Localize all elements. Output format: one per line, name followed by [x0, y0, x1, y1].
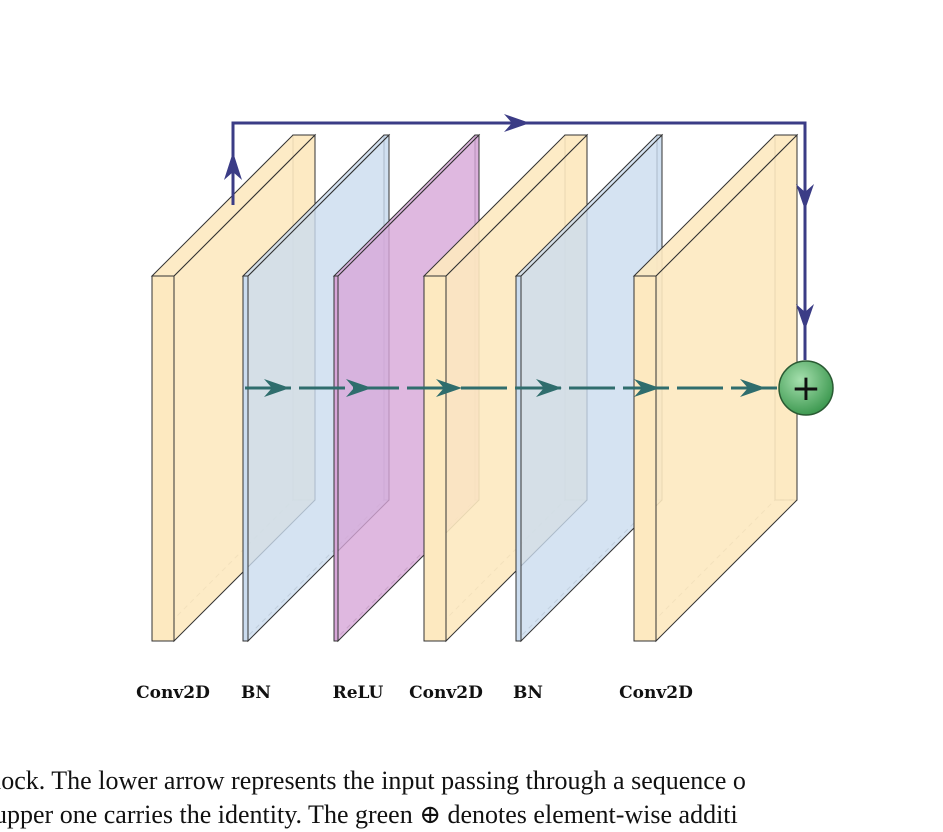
skip-arrowhead-right — [504, 114, 530, 132]
skip-arrowhead-down-2 — [796, 304, 814, 330]
layer-slab-6 — [632, 133, 799, 643]
main-path-arrowhead-2 — [346, 379, 372, 397]
main-path-arrowhead-4 — [536, 379, 562, 397]
layer-label-5: BN — [513, 683, 543, 703]
layer-front-face — [633, 275, 657, 642]
layer-label-4: Conv2D — [409, 683, 483, 703]
layer-label-6: Conv2D — [619, 683, 693, 703]
layer-label-3: ReLU — [333, 683, 384, 703]
skip-connection — [224, 114, 814, 360]
main-path-arrowhead-1 — [264, 379, 290, 397]
sum-node-symbol: + — [791, 368, 821, 409]
layer-front-face — [515, 275, 522, 642]
layer-labels: Conv2D BN ReLU Conv2D BN Conv2D — [136, 683, 693, 703]
caption-line-1: lock. The lower arrow represents the inp… — [0, 766, 746, 795]
layer-front-face — [423, 275, 447, 642]
layer-front-face — [333, 275, 339, 642]
skip-arrowhead-down-1 — [796, 184, 814, 210]
main-path-arrowhead-3 — [436, 379, 462, 397]
layer-label-2: BN — [241, 683, 271, 703]
main-path-arrows — [245, 379, 778, 397]
skip-arrowhead-up — [224, 152, 242, 180]
layer-label-1: Conv2D — [136, 683, 210, 703]
caption-line-2: upper one carries the identity. The gree… — [0, 800, 738, 829]
layer-front-face — [151, 275, 175, 642]
sum-node: + — [778, 360, 834, 416]
main-path-arrowhead-5 — [634, 379, 660, 397]
layer-front-face — [242, 275, 249, 642]
main-path-arrowhead-6 — [740, 379, 766, 397]
